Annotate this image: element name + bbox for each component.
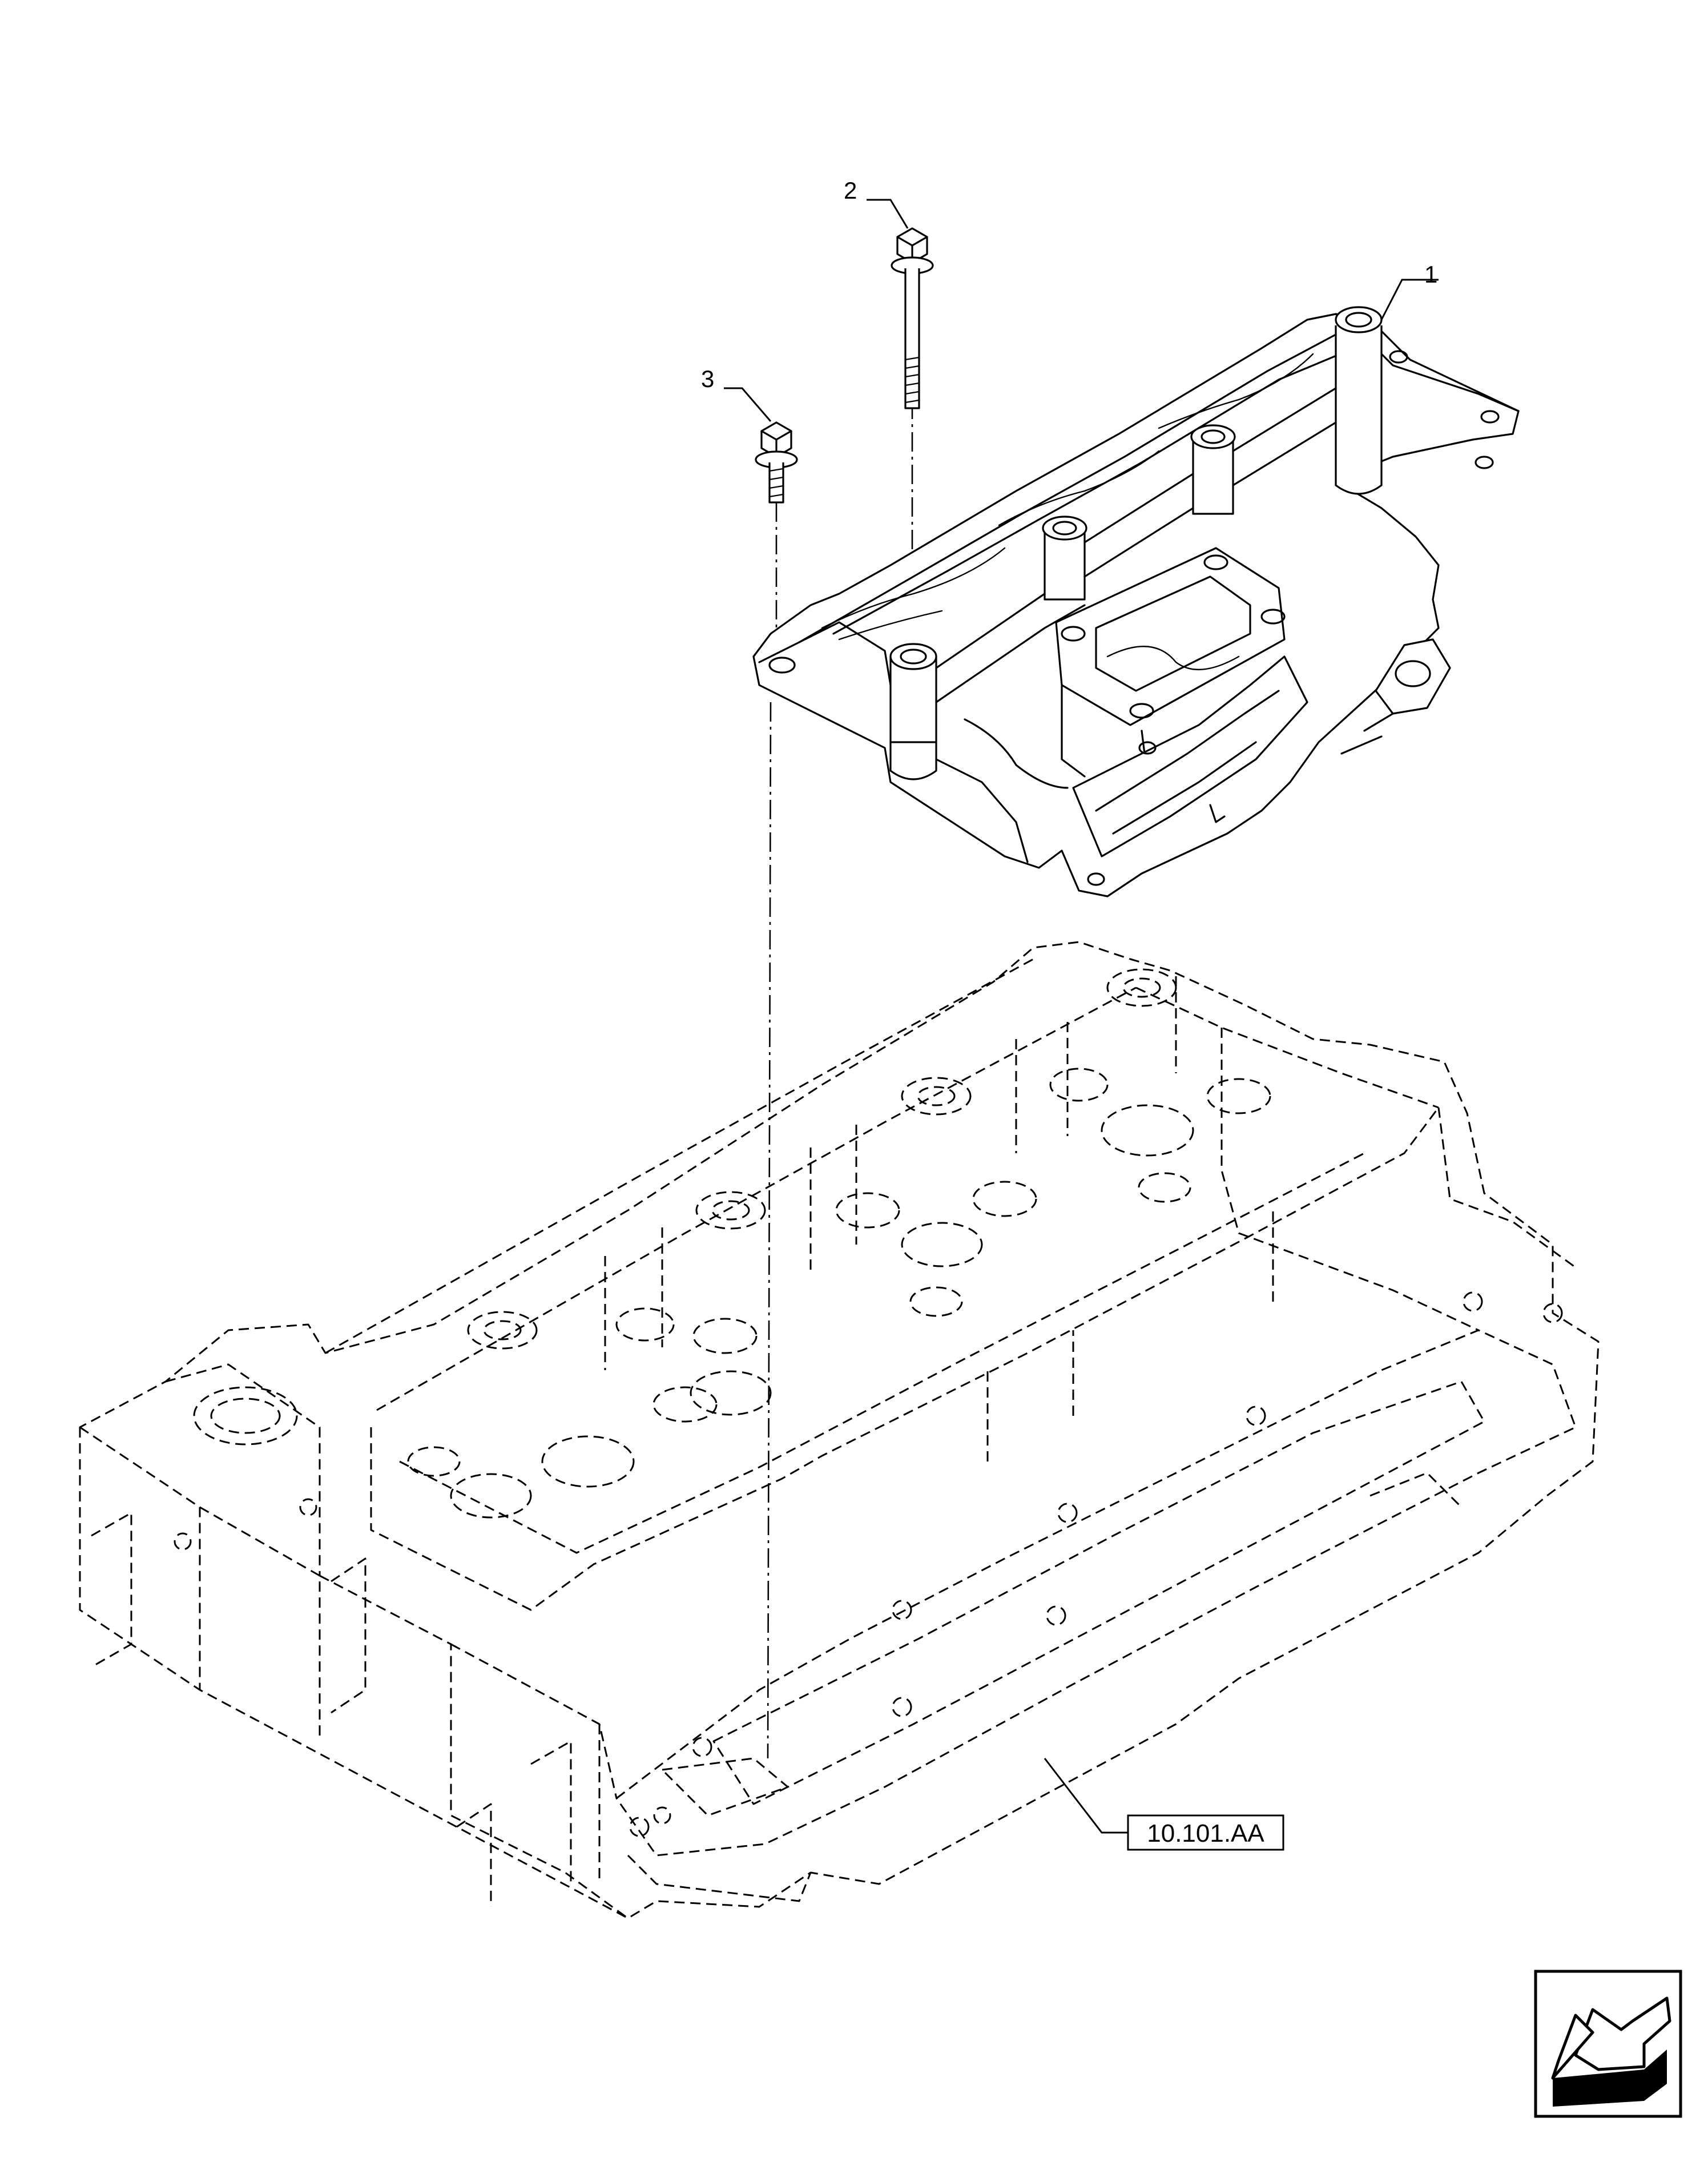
callout-1-label: 1 — [1424, 261, 1437, 288]
callout-3-leader — [724, 387, 772, 422]
reference-leader — [1044, 1758, 1128, 1834]
previous-page-arrow-icon[interactable] — [1534, 1970, 1682, 2118]
intake-manifold-part — [752, 306, 1520, 897]
reference-label: 10.101.AA — [1147, 1819, 1264, 1847]
cylinder-head-reference — [79, 941, 1600, 1919]
callout-3-label: 3 — [701, 365, 714, 392]
reference-box[interactable]: 10.101.AA — [1127, 1814, 1284, 1851]
short-flange-bolt-part — [755, 421, 798, 504]
callout-2-leader — [867, 199, 909, 229]
callout-2-label: 2 — [844, 177, 857, 204]
callout-1-leader — [1380, 279, 1439, 320]
long-flange-bolt-part — [891, 227, 934, 409]
